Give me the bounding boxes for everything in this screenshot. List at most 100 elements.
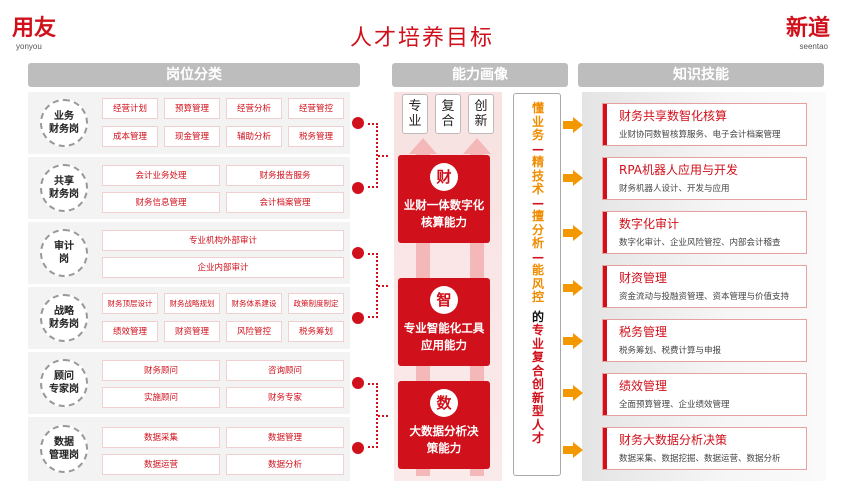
role-skill-pill: 企业内部审计 (102, 257, 344, 278)
ability-box-bigdata: 数 大数据分析决策能力 (398, 381, 490, 469)
knowledge-card: 数字化审计 数字化审计、企业风险管控、内部会计稽查 (602, 211, 807, 254)
arrow-right-icon (563, 333, 583, 349)
seentao-logo-sub: seentao (799, 42, 828, 51)
role-skill-pill: 财务顶层设计 (102, 293, 158, 314)
role-row-business: 业务 财务岗 经营计划 预算管理 经营分析 经营管控 成本管理 现金管理 辅助分… (28, 92, 350, 154)
section-header-knowledge: 知识技能 (578, 63, 824, 87)
card-accent-bar (603, 428, 607, 469)
yonyou-logo-sub: yonyou (16, 42, 42, 51)
connector-dot (352, 182, 364, 194)
goal-analysis: 擅分析 (531, 209, 544, 250)
connector-dot (352, 312, 364, 324)
goal-dash: — (532, 249, 544, 264)
arrow-right-icon (563, 442, 583, 458)
connector-dot (352, 117, 364, 129)
role-skill-pill: 咨询顾问 (226, 360, 344, 381)
ability-icon: 智 (430, 286, 458, 314)
connector-tick (378, 285, 388, 287)
role-row-data: 数据 管理岗 数据采集 数据管理 数据运营 数据分析 (28, 417, 350, 481)
tag-composite: 复合 (435, 94, 461, 134)
yonyou-logo: 用友 (12, 16, 57, 41)
knowledge-card: RPA机器人应用与开发 财务机器人设计、开发与应用 (602, 157, 807, 200)
role-skill-pill: 实施顾问 (102, 387, 220, 408)
role-skill-pill: 绩效管理 (102, 321, 158, 342)
knowledge-card: 财资管理 资金流动与投融资管理、资本管理与价值支持 (602, 265, 807, 308)
ability-icon: 数 (430, 389, 458, 417)
role-skill-pill: 专业机构外部审计 (102, 230, 344, 251)
ability-label: 大数据分析决策能力 (409, 424, 479, 455)
connector-bracket (368, 253, 378, 318)
goal-dash: — (532, 141, 544, 156)
knowledge-title: 财务大数据分析决策 (619, 433, 728, 447)
knowledge-title: RPA机器人应用与开发 (619, 163, 739, 177)
knowledge-desc: 全面预算管理、企业绩效管理 (619, 400, 730, 410)
connector-bracket (368, 123, 378, 188)
role-skill-pill: 经营计划 (102, 98, 158, 119)
role-skill-pill: 财务战略规划 (164, 293, 220, 314)
role-row-audit: 审计 岗 专业机构外部审计 企业内部审计 (28, 222, 350, 284)
role-circle: 数据 管理岗 (40, 425, 88, 473)
ability-box-accounting: 财 业财一体数字化核算能力 (398, 155, 490, 243)
goal-risk: 能风控 (531, 263, 544, 304)
up-arrow-icon (409, 138, 437, 154)
role-skill-pill: 经营分析 (226, 98, 282, 119)
card-accent-bar (603, 104, 607, 145)
goal-dash: — (532, 195, 544, 210)
role-row-shared: 共享 财务岗 会计业务处理 财务报告服务 财务信息管理 会计档案管理 (28, 157, 350, 219)
role-skill-pill: 经营管控 (288, 98, 344, 119)
knowledge-title: 财务共享数智化核算 (619, 109, 728, 123)
ability-label: 专业智能化工具应用能力 (403, 321, 485, 352)
role-skill-pill: 风险管控 (226, 321, 282, 342)
role-skill-pill: 辅助分析 (226, 126, 282, 147)
knowledge-card: 绩效管理 全面预算管理、企业绩效管理 (602, 373, 807, 416)
knowledge-title: 财资管理 (619, 271, 668, 285)
role-skill-pill: 财资管理 (164, 321, 220, 342)
card-accent-bar (603, 158, 607, 199)
knowledge-desc: 财务机器人设计、开发与应用 (619, 184, 730, 194)
knowledge-desc: 数据采集、数据挖掘、数据运营、数据分析 (619, 454, 781, 464)
role-circle: 顾问 专家岗 (40, 359, 88, 407)
knowledge-title: 数字化审计 (619, 217, 680, 231)
role-skill-pill: 现金管理 (164, 126, 220, 147)
card-accent-bar (603, 320, 607, 361)
section-header-roles: 岗位分类 (28, 63, 360, 87)
connector-bracket (368, 383, 378, 448)
arrow-right-icon (563, 225, 583, 241)
talent-goal-panel: 懂业务 — 精技术 — 擅分析 — 能风控 的 专业复合创新型人才 (513, 93, 561, 476)
role-skill-pill: 会计档案管理 (226, 192, 344, 213)
role-circle: 共享 财务岗 (40, 164, 88, 212)
card-accent-bar (603, 212, 607, 253)
up-arrow-icon (463, 138, 491, 154)
ability-box-tools: 智 专业智能化工具应用能力 (398, 278, 490, 366)
role-skill-pill: 数据运营 (102, 454, 220, 475)
page-title: 人才培养目标 (349, 26, 494, 51)
knowledge-title: 税务管理 (619, 325, 668, 339)
role-skill-pill: 财务顾问 (102, 360, 220, 381)
tag-innovative: 创新 (468, 94, 494, 134)
role-skill-pill: 数据分析 (226, 454, 344, 475)
seentao-logo: 新道 (785, 16, 830, 41)
ability-label: 业财一体数字化核算能力 (403, 198, 485, 229)
role-circle: 审计 岗 (40, 229, 88, 277)
knowledge-title: 绩效管理 (619, 379, 668, 393)
tag-professional: 专业 (402, 94, 428, 134)
arrow-right-icon (563, 280, 583, 296)
role-skill-pill: 成本管理 (102, 126, 158, 147)
role-skill-pill: 税务管理 (288, 126, 344, 147)
connector-dot (352, 442, 364, 454)
card-accent-bar (603, 266, 607, 307)
section-header-abilities: 能力画像 (392, 63, 568, 87)
role-skill-pill: 财务体系建设 (226, 293, 282, 314)
role-circle: 战略 财务岗 (40, 294, 88, 342)
role-skill-pill: 税务筹划 (288, 321, 344, 342)
goal-business: 懂业务 (531, 101, 544, 142)
knowledge-card: 财务共享数智化核算 业财协同数智核算服务、电子会计档案管理 (602, 103, 807, 146)
role-skill-pill: 会计业务处理 (102, 165, 220, 186)
connector-tick (378, 415, 388, 417)
role-skill-pill: 财务信息管理 (102, 192, 220, 213)
role-skill-pill: 数据采集 (102, 427, 220, 448)
goal-of: 的 (531, 309, 544, 324)
arrow-right-icon (563, 117, 583, 133)
knowledge-desc: 资金流动与投融资管理、资本管理与价值支持 (619, 292, 790, 302)
connector-tick (378, 155, 388, 157)
